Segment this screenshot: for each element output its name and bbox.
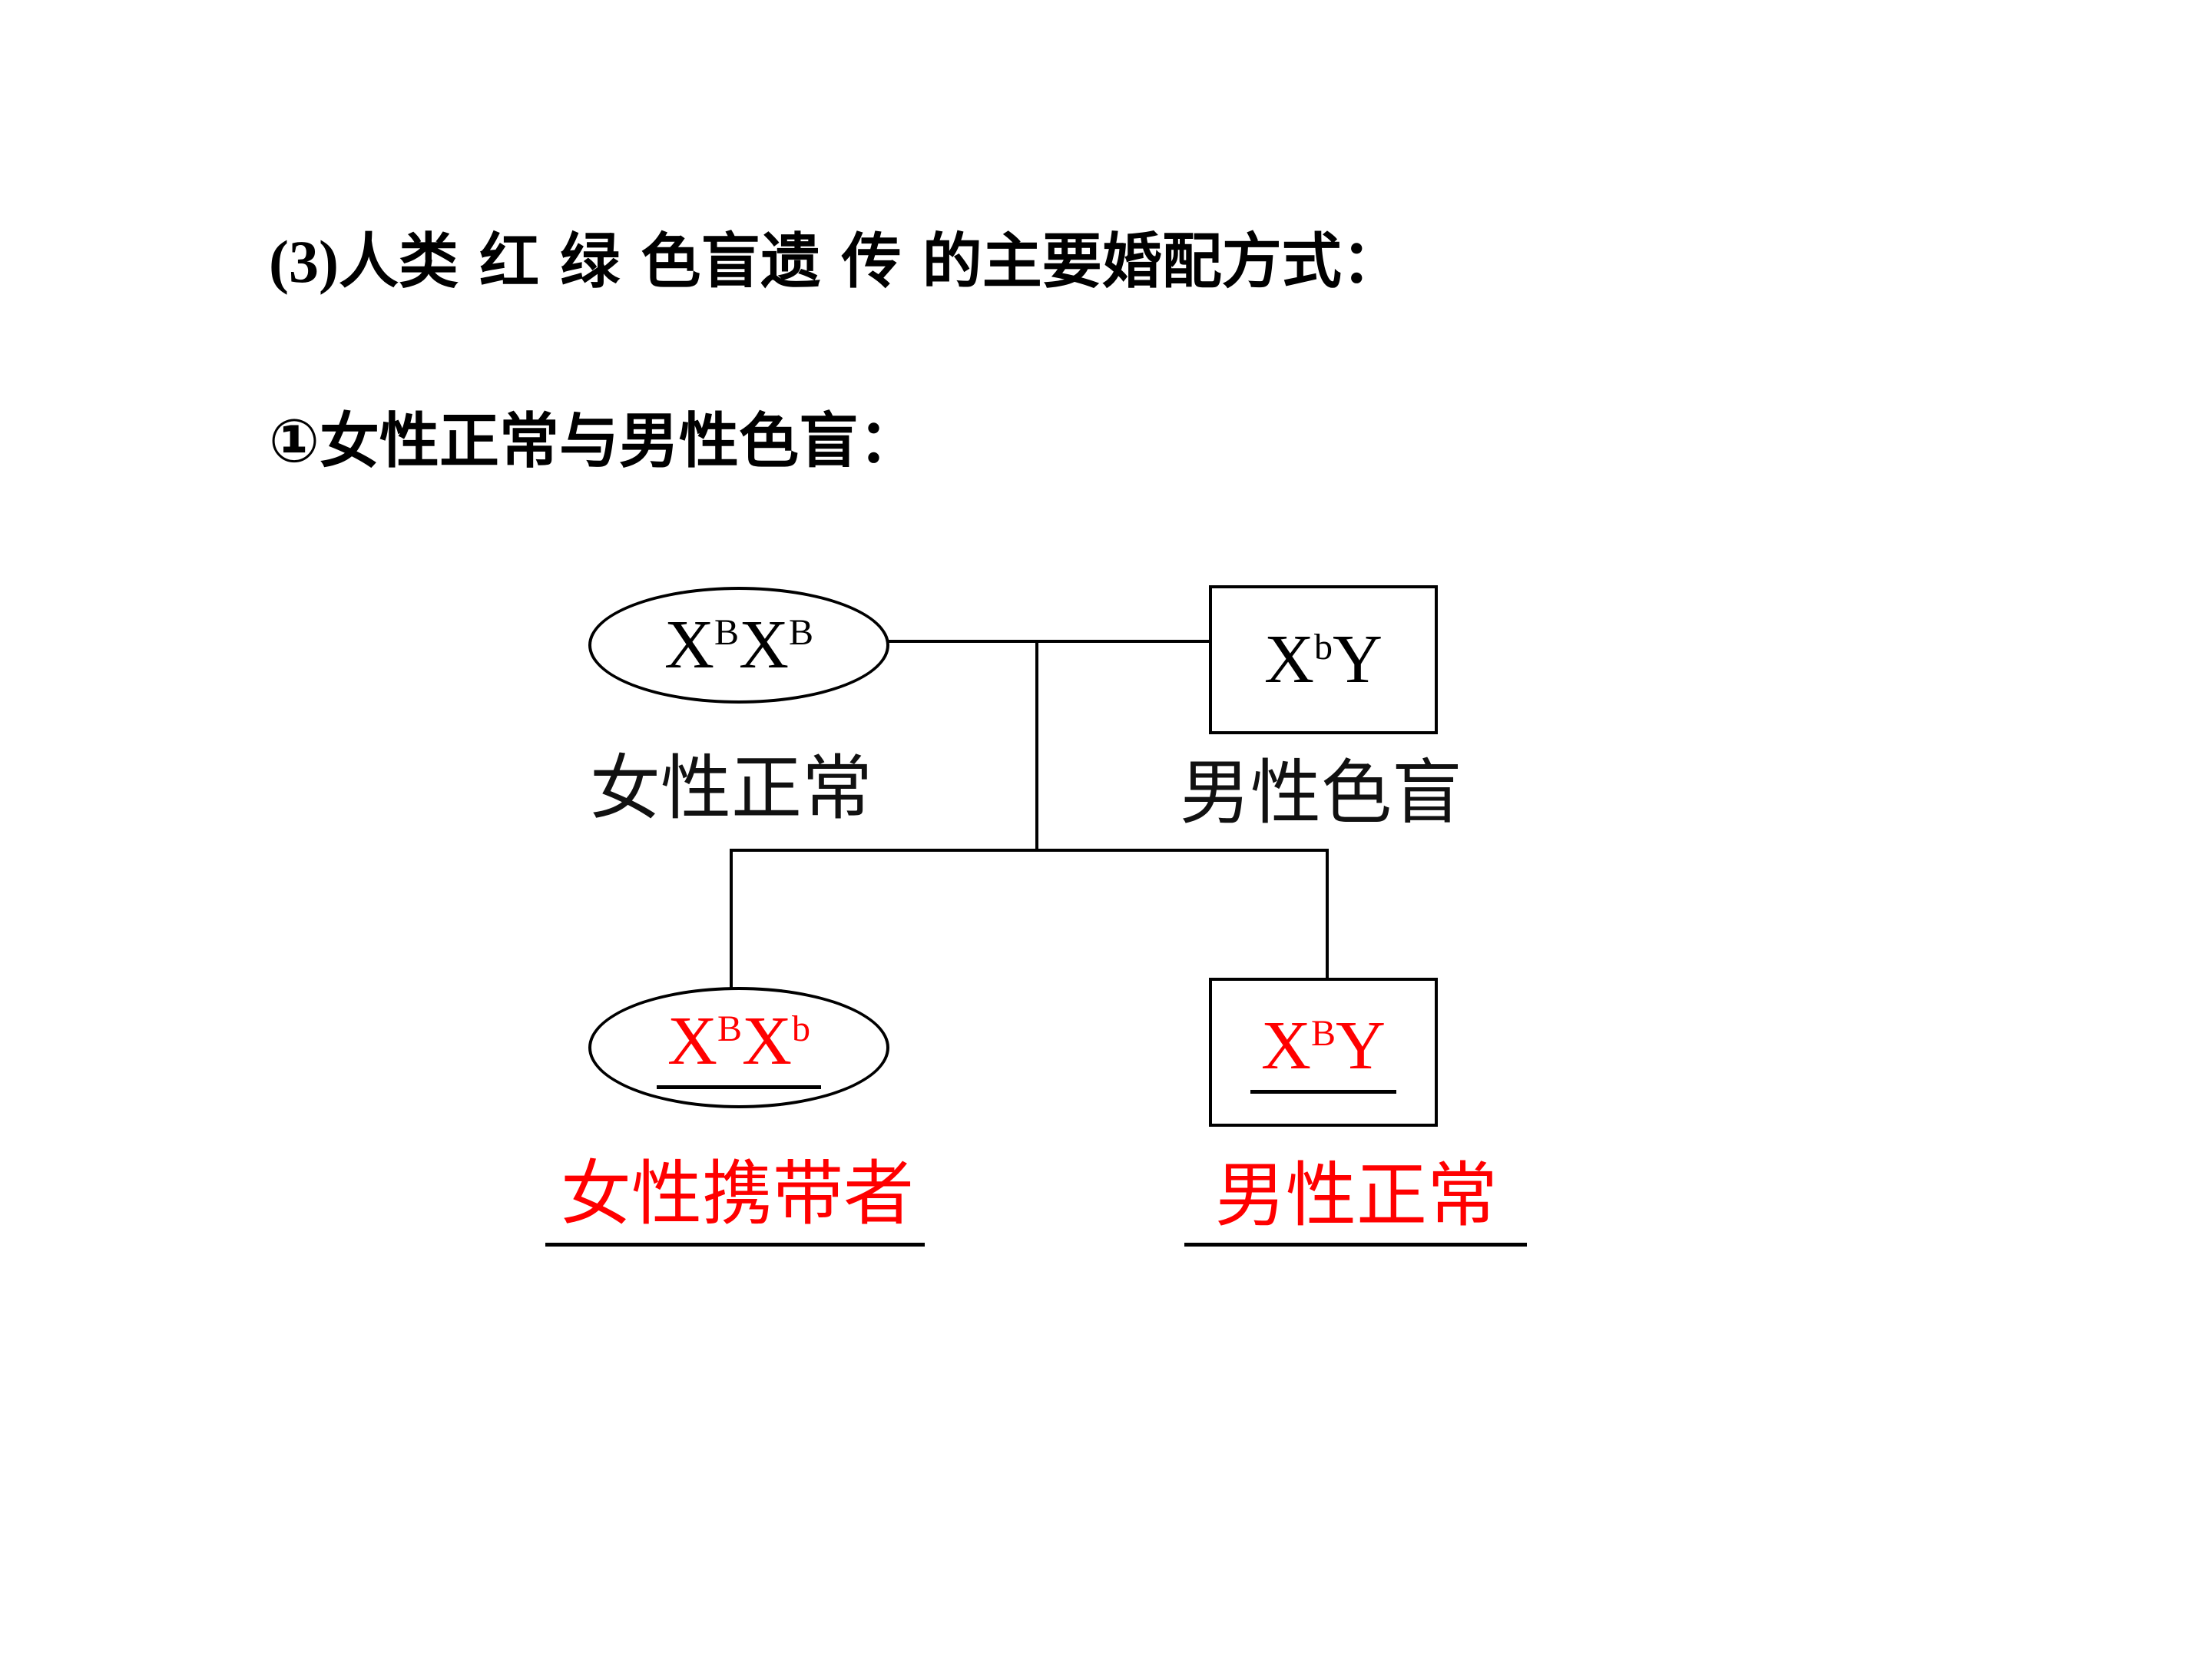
title-text: 人类 红 绿 色盲遗 传 的主要婚配方式： — [338, 227, 1402, 296]
son-genotype: XBY — [1250, 1011, 1396, 1094]
sibship-line — [730, 849, 1329, 852]
son-label: 男性正常 — [1215, 1154, 1498, 1237]
father-symbol: XbY — [1209, 585, 1438, 734]
daughter-genotype: XBXb — [656, 1006, 821, 1089]
title-number: (3) — [269, 228, 339, 295]
mother-symbol: XBXB — [588, 587, 889, 704]
son-drop-line — [1326, 849, 1329, 979]
marriage-line — [888, 640, 1210, 643]
daughter-answer-line — [545, 1243, 925, 1247]
daughter-symbol: XBXb — [588, 987, 889, 1108]
descent-line — [1035, 640, 1038, 852]
father-label: 男性色盲 — [1180, 752, 1463, 834]
son-answer-line — [1184, 1243, 1527, 1247]
daughter-drop-line — [730, 849, 733, 988]
mother-label: 女性正常 — [590, 747, 873, 830]
section-subtitle: ①女性正常与男性色盲： — [269, 407, 919, 476]
daughter-label: 女性携带者 — [561, 1153, 915, 1235]
mother-genotype: XBXB — [664, 607, 814, 683]
page-title: (3)人类 红 绿 色盲遗 传 的主要婚配方式： — [269, 214, 1402, 300]
son-symbol: XBY — [1209, 978, 1438, 1127]
father-genotype: XbY — [1264, 621, 1382, 697]
